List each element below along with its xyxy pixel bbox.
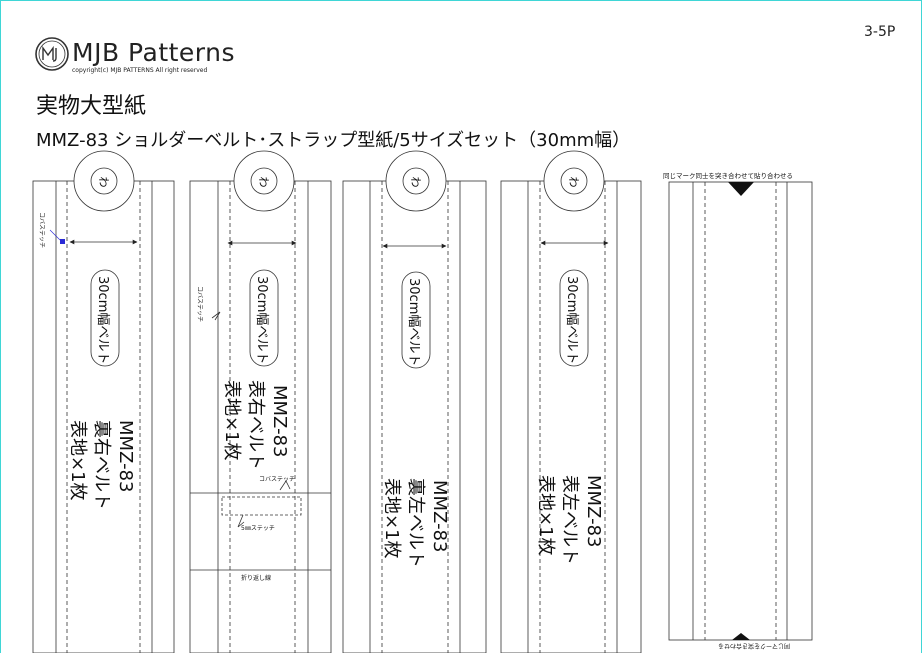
pattern-piece-4 [500,150,642,653]
belt-width-label-2: 30cm幅ベルト [254,276,269,364]
fold-mark-3: わ [409,177,422,188]
fold-mark-2: わ [257,177,270,188]
piece-1-model: MMZ-83 [115,420,136,492]
piece-3-part: 裏左ベルト [405,478,426,568]
piece-2-model: MMZ-83 [269,385,290,457]
stitch-note-2: コバステッチ [196,286,203,322]
stitch-note-1: コバステッチ [38,212,45,248]
brand-name: MJB Patterns [72,38,236,67]
fold-mark-1: わ [97,177,110,188]
pattern-piece-3 [342,150,487,653]
match-triangle-icon-bottom [732,633,750,640]
fold-mark-4: わ [567,177,580,188]
stitch-note-3: コバステッチ [259,476,295,483]
piece-4-qty: 表地×1枚 [535,475,556,556]
piece-1-qty: 表地×1枚 [67,420,88,501]
edit-handle-icon[interactable] [60,239,65,244]
match-mark-note-bottom: 同じマークを突き合わせる [718,642,791,649]
belt-width-label-3: 30cm幅ベルト [406,278,421,366]
pattern-piece-1 [32,150,175,653]
fold-line-note: 折り返し線 [241,574,271,582]
pattern-piece-2 [189,150,332,653]
match-triangle-icon [728,182,754,196]
belt-width-label-4: 30cm幅ベルト [564,276,579,364]
pattern-piece-5 [668,181,813,641]
piece-2-qty: 表地×1枚 [221,380,242,461]
belt-width-label-1: 30cm幅ベルト [95,276,110,364]
piece-1-part: 裏右ベルト [91,420,112,510]
piece-2-part: 表右ベルト [245,380,266,470]
piece-3-qty: 表地×1枚 [381,478,402,559]
page-number: 3-5P [864,24,896,40]
mjb-logo-icon [35,37,69,71]
document-title: 実物大型紙 [36,94,147,119]
piece-4-model: MMZ-83 [583,475,604,547]
document-subtitle: MMZ-83 ショルダーベルト･ストラップ型紙/5サイズセット（30mm幅） [36,130,631,151]
piece-4-part: 表左ベルト [559,475,580,565]
piece-3-model: MMZ-83 [429,480,450,552]
copyright-text: copyright(c) MJB PATTERNS All right rese… [72,67,208,74]
match-mark-note: 同じマーク同士を突き合わせて貼り合わせる [663,172,793,180]
stitch-5mm-note: 5㎜ステッチ [241,525,275,532]
